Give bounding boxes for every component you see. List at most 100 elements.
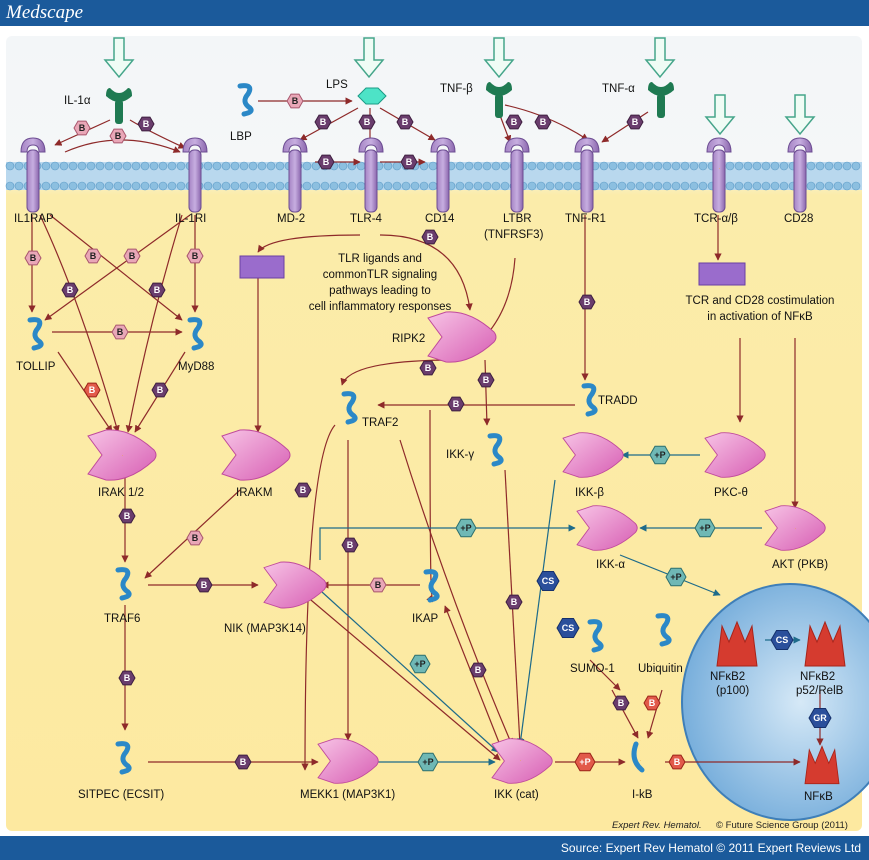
cs-badge: CS — [770, 630, 794, 650]
badge-label: B — [540, 117, 547, 127]
tcr-adapter-box — [698, 262, 746, 286]
label-tcr-text1: TCR and CD28 costimulation — [686, 295, 835, 307]
source-credit: Source: Expert Rev Hematol © 2011 Expert… — [560, 841, 861, 855]
badge-label: B — [453, 399, 460, 409]
label-pkc: PKC-θ — [714, 487, 748, 499]
b-badge: B — [341, 537, 359, 553]
badge-label: B — [402, 117, 409, 127]
b-badge: B — [534, 114, 552, 130]
b-badge: B — [118, 670, 136, 686]
b-badge: B — [358, 114, 376, 130]
b-badge: B — [61, 282, 79, 298]
badge-label: B — [90, 251, 97, 261]
label-traf2: TRAF2 — [362, 417, 398, 429]
phospho-badge: +P — [409, 654, 431, 674]
b-badge: B — [419, 360, 437, 376]
badge-label: B — [157, 385, 164, 395]
badge-label: B — [89, 385, 96, 395]
label-il1a: IL-1α — [64, 95, 91, 107]
medscape-logo: Medscape — [6, 2, 84, 23]
b-badge: B — [109, 128, 127, 144]
label-ripk2: RIPK2 — [392, 333, 425, 345]
b-badge: B — [186, 248, 204, 264]
b-badge: B — [612, 695, 630, 711]
b-badge: B — [369, 577, 387, 593]
label-ubiquitin: Ubiquitin — [638, 663, 683, 675]
b-badge: B — [118, 508, 136, 524]
b-badge: B — [123, 248, 141, 264]
label-tlr-text3: pathways leading to — [329, 285, 431, 297]
b-badge: B — [294, 482, 312, 498]
cell-membrane — [5, 161, 862, 191]
label-md2: MD-2 — [277, 213, 305, 225]
label-tlr-text4: cell inflammatory responses — [309, 301, 452, 313]
lps-hexagon-icon — [357, 87, 387, 105]
b-badge: B — [195, 577, 213, 593]
phospho-badge: +P — [649, 445, 671, 465]
nfkb2-p100-icon — [716, 621, 758, 667]
label-tnfb: TNF-β — [440, 83, 473, 95]
label-tlr4: TLR-4 — [350, 213, 383, 225]
badge-label: B — [115, 131, 122, 141]
badge-label: B — [375, 580, 382, 590]
b-badge: B — [643, 695, 661, 711]
label-myd88: MyD88 — [178, 361, 214, 373]
label-tlr-text1: TLR ligands and — [338, 253, 422, 265]
phospho-badge: +P — [455, 518, 477, 538]
badge-label: B — [292, 96, 299, 106]
badge-label: B — [511, 597, 518, 607]
label-tollip: TOLLIP — [16, 361, 56, 373]
b-badge: B — [668, 754, 686, 770]
badge-label: CS — [542, 576, 555, 586]
tlr-adapter-box — [239, 255, 285, 279]
b-badge: B — [137, 116, 155, 132]
b-badge: B — [421, 229, 439, 245]
header-bar: Medscape — [0, 0, 869, 26]
badge-label: B — [67, 285, 74, 295]
label-traf6: TRAF6 — [104, 613, 140, 625]
ikb-protein-icon — [631, 741, 645, 773]
adapter-proteins — [30, 320, 669, 772]
badge-label: B — [192, 533, 199, 543]
label-ikka: IKK-α — [596, 559, 625, 571]
badge-label: B — [79, 123, 86, 133]
b-badge: B — [317, 154, 335, 170]
label-cd28: CD28 — [784, 213, 813, 225]
citation-rest: © Future Science Group (2011) — [716, 820, 848, 831]
label-lps: LPS — [326, 79, 348, 91]
b-badge: B — [314, 114, 332, 130]
nfkb2-p52-icon — [804, 621, 846, 667]
b-badge: B — [83, 382, 101, 398]
b-badge: B — [234, 754, 252, 770]
label-nfkb2b-sub: p52/RelB — [796, 685, 844, 697]
cs-badge: CS — [536, 571, 560, 591]
label-tnfr1: TNF-R1 — [565, 213, 606, 225]
badge-label: B — [475, 665, 482, 675]
badge-label: B — [154, 285, 161, 295]
badge-label: B — [320, 117, 327, 127]
badge-label: B — [427, 232, 434, 242]
badge-label: B — [124, 511, 131, 521]
label-il1ri: IL-1RI — [175, 213, 206, 225]
badge-label: B — [117, 327, 124, 337]
label-ltbr: LTBR — [503, 213, 532, 225]
badge-label: +P — [414, 659, 425, 669]
label-nik: NIK (MAP3K14) — [224, 623, 306, 635]
label-cd14: CD14 — [425, 213, 455, 225]
b-badge: B — [84, 248, 102, 264]
badge-label: B — [511, 117, 518, 127]
label-tcr-text2: in activation of NFκB — [707, 311, 813, 323]
badge-label: B — [649, 698, 656, 708]
label-nfkb: NFκB — [804, 791, 833, 803]
b-badge: B — [505, 114, 523, 130]
badge-label: +P — [670, 572, 681, 582]
badge-label: B — [347, 540, 354, 550]
badge-label: B — [323, 157, 330, 167]
label-lbp: LBP — [230, 131, 252, 143]
badge-label: B — [483, 375, 490, 385]
badge-label: B — [240, 757, 247, 767]
label-ltbr-sub: (TNFRSF3) — [484, 229, 544, 241]
badge-label: B — [300, 485, 307, 495]
phospho-badge: +P — [665, 567, 687, 587]
